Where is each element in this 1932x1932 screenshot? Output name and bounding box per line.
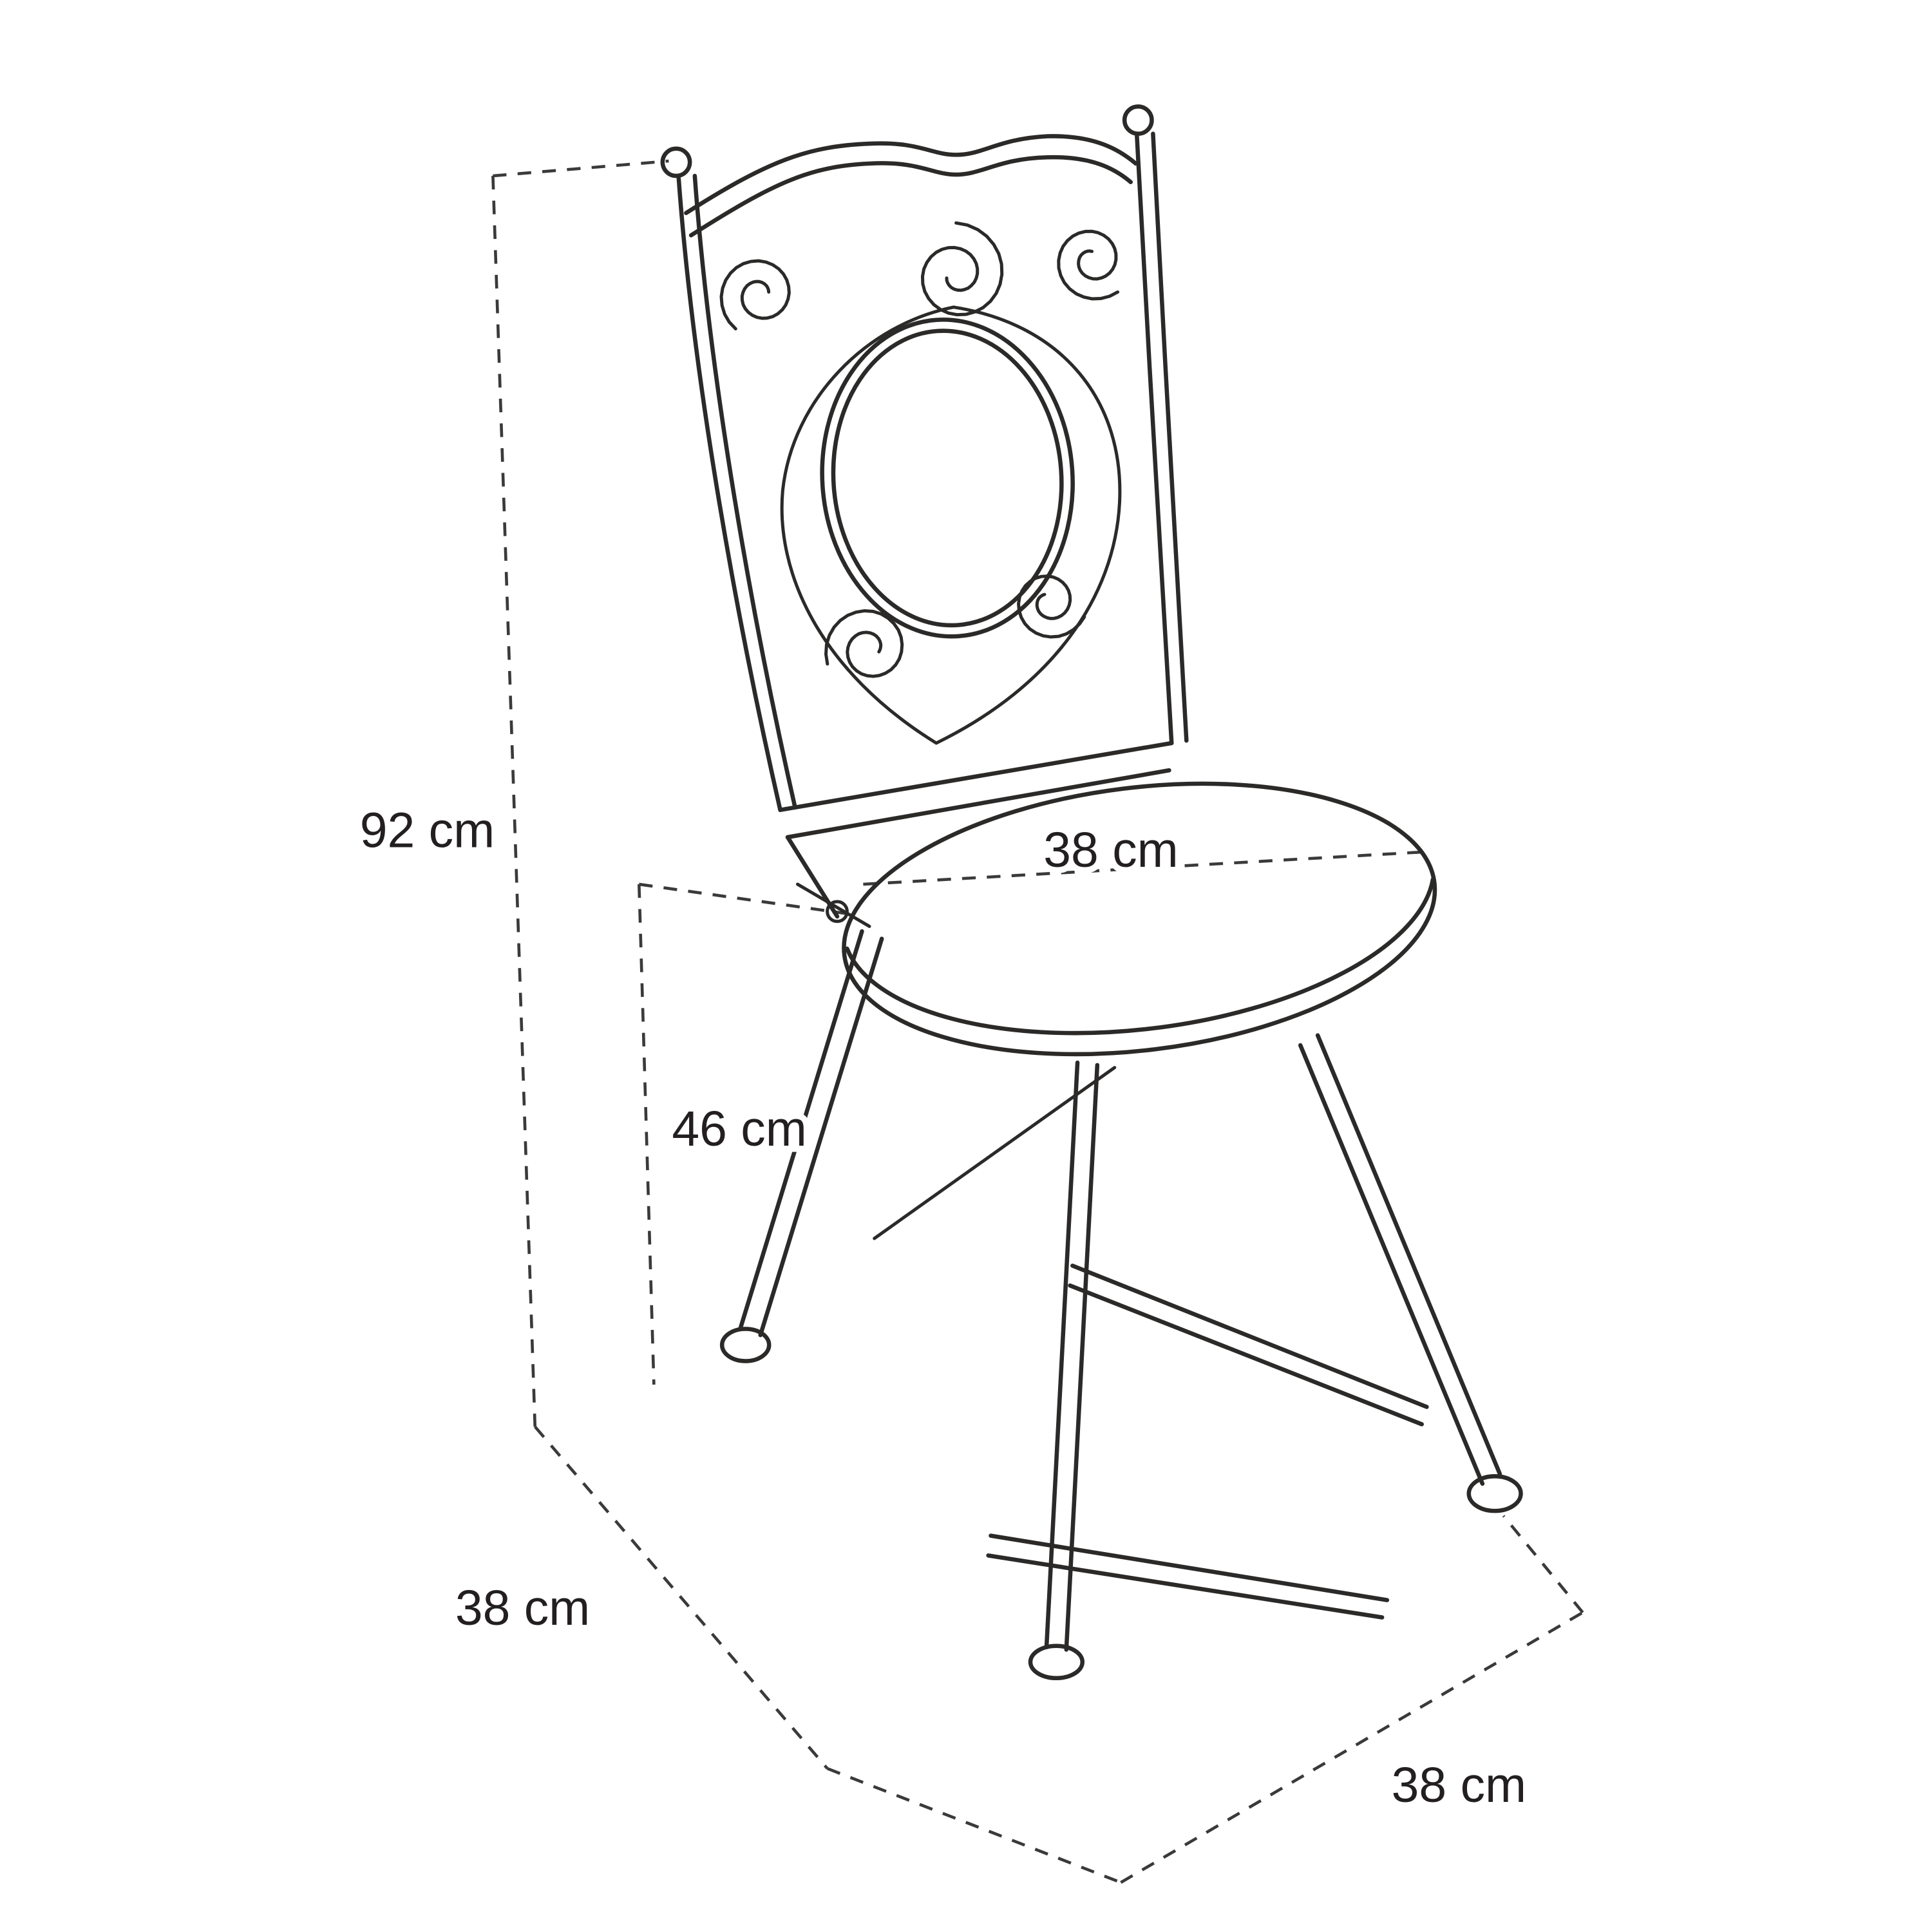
dimension-guides: [491, 159, 1584, 1884]
medallion-teardrop: [780, 305, 1122, 745]
height-guide-top-tick: [493, 159, 669, 178]
front-left-leg-inner: [1064, 1063, 1100, 1652]
scroll-left-top: [719, 259, 791, 331]
front-left-leg-outer: [1044, 1060, 1080, 1649]
seat-rim: [845, 877, 1435, 1036]
floor-guide-front: [826, 1767, 1122, 1884]
backrest-left-post: [676, 176, 782, 812]
width-guide-rise: [1502, 1515, 1584, 1614]
depth-label: 38 cm: [455, 1580, 590, 1636]
backrest-right-post: [1135, 134, 1174, 746]
crossbar-upper: [1070, 1264, 1429, 1409]
width-guide-floor: [1120, 1611, 1584, 1884]
height-guide-vertical: [491, 175, 537, 1427]
backrest-scrollwork: [719, 221, 1122, 745]
seat-height-vertical: [638, 884, 656, 1385]
crest-rail-outer: [684, 134, 1138, 216]
crossbar-upper-inner: [1068, 1283, 1424, 1426]
backrest-left-post-inner: [692, 173, 797, 810]
scroll-center-top: [921, 221, 1004, 317]
depth-guide-floor: [534, 1425, 829, 1770]
back-rail-upper: [778, 741, 1174, 812]
seat-diameter-label: 38 cm: [1043, 822, 1178, 878]
right-finial: [1122, 104, 1154, 136]
backrest-right-post-inner: [1151, 131, 1189, 743]
rear-leg-inner: [758, 936, 884, 1338]
hinge-pin: [826, 900, 849, 923]
front-left-foot: [1028, 1643, 1085, 1681]
crossbar-lower: [989, 1533, 1390, 1602]
seat-height-label: 46 cm: [672, 1101, 806, 1157]
crest-rail-inner: [688, 155, 1133, 238]
dimension-labels: 92 cm 38 cm 46 cm 38 cm 38 cm: [354, 797, 1533, 1819]
front-right-leg-inner: [1315, 1033, 1502, 1476]
rear-leg-outer: [738, 929, 864, 1330]
seat-diameter-chord: [863, 850, 1422, 886]
hinge-plate: [795, 882, 871, 928]
width-label: 38 cm: [1392, 1757, 1526, 1813]
seat-top: [842, 781, 1437, 1057]
folding-stay: [873, 1066, 1117, 1240]
scroll-left-bottom: [824, 609, 904, 678]
medallion-oval-inner: [831, 328, 1064, 628]
scroll-right-bottom: [1017, 574, 1086, 639]
seat-height-tick: [638, 882, 850, 916]
fold-hinge: [795, 882, 871, 928]
chair-line-art: [660, 104, 1523, 1681]
height-label: 92 cm: [360, 802, 495, 858]
medallion-oval-outer: [820, 317, 1075, 639]
crossbar-lower-inner: [986, 1553, 1385, 1620]
front-right-foot: [1466, 1474, 1523, 1513]
rear-foot: [719, 1327, 772, 1363]
scroll-right-top: [1057, 229, 1120, 301]
left-finial: [660, 146, 692, 178]
front-right-leg-outer: [1298, 1043, 1485, 1486]
back-rail-lower: [785, 768, 1171, 840]
